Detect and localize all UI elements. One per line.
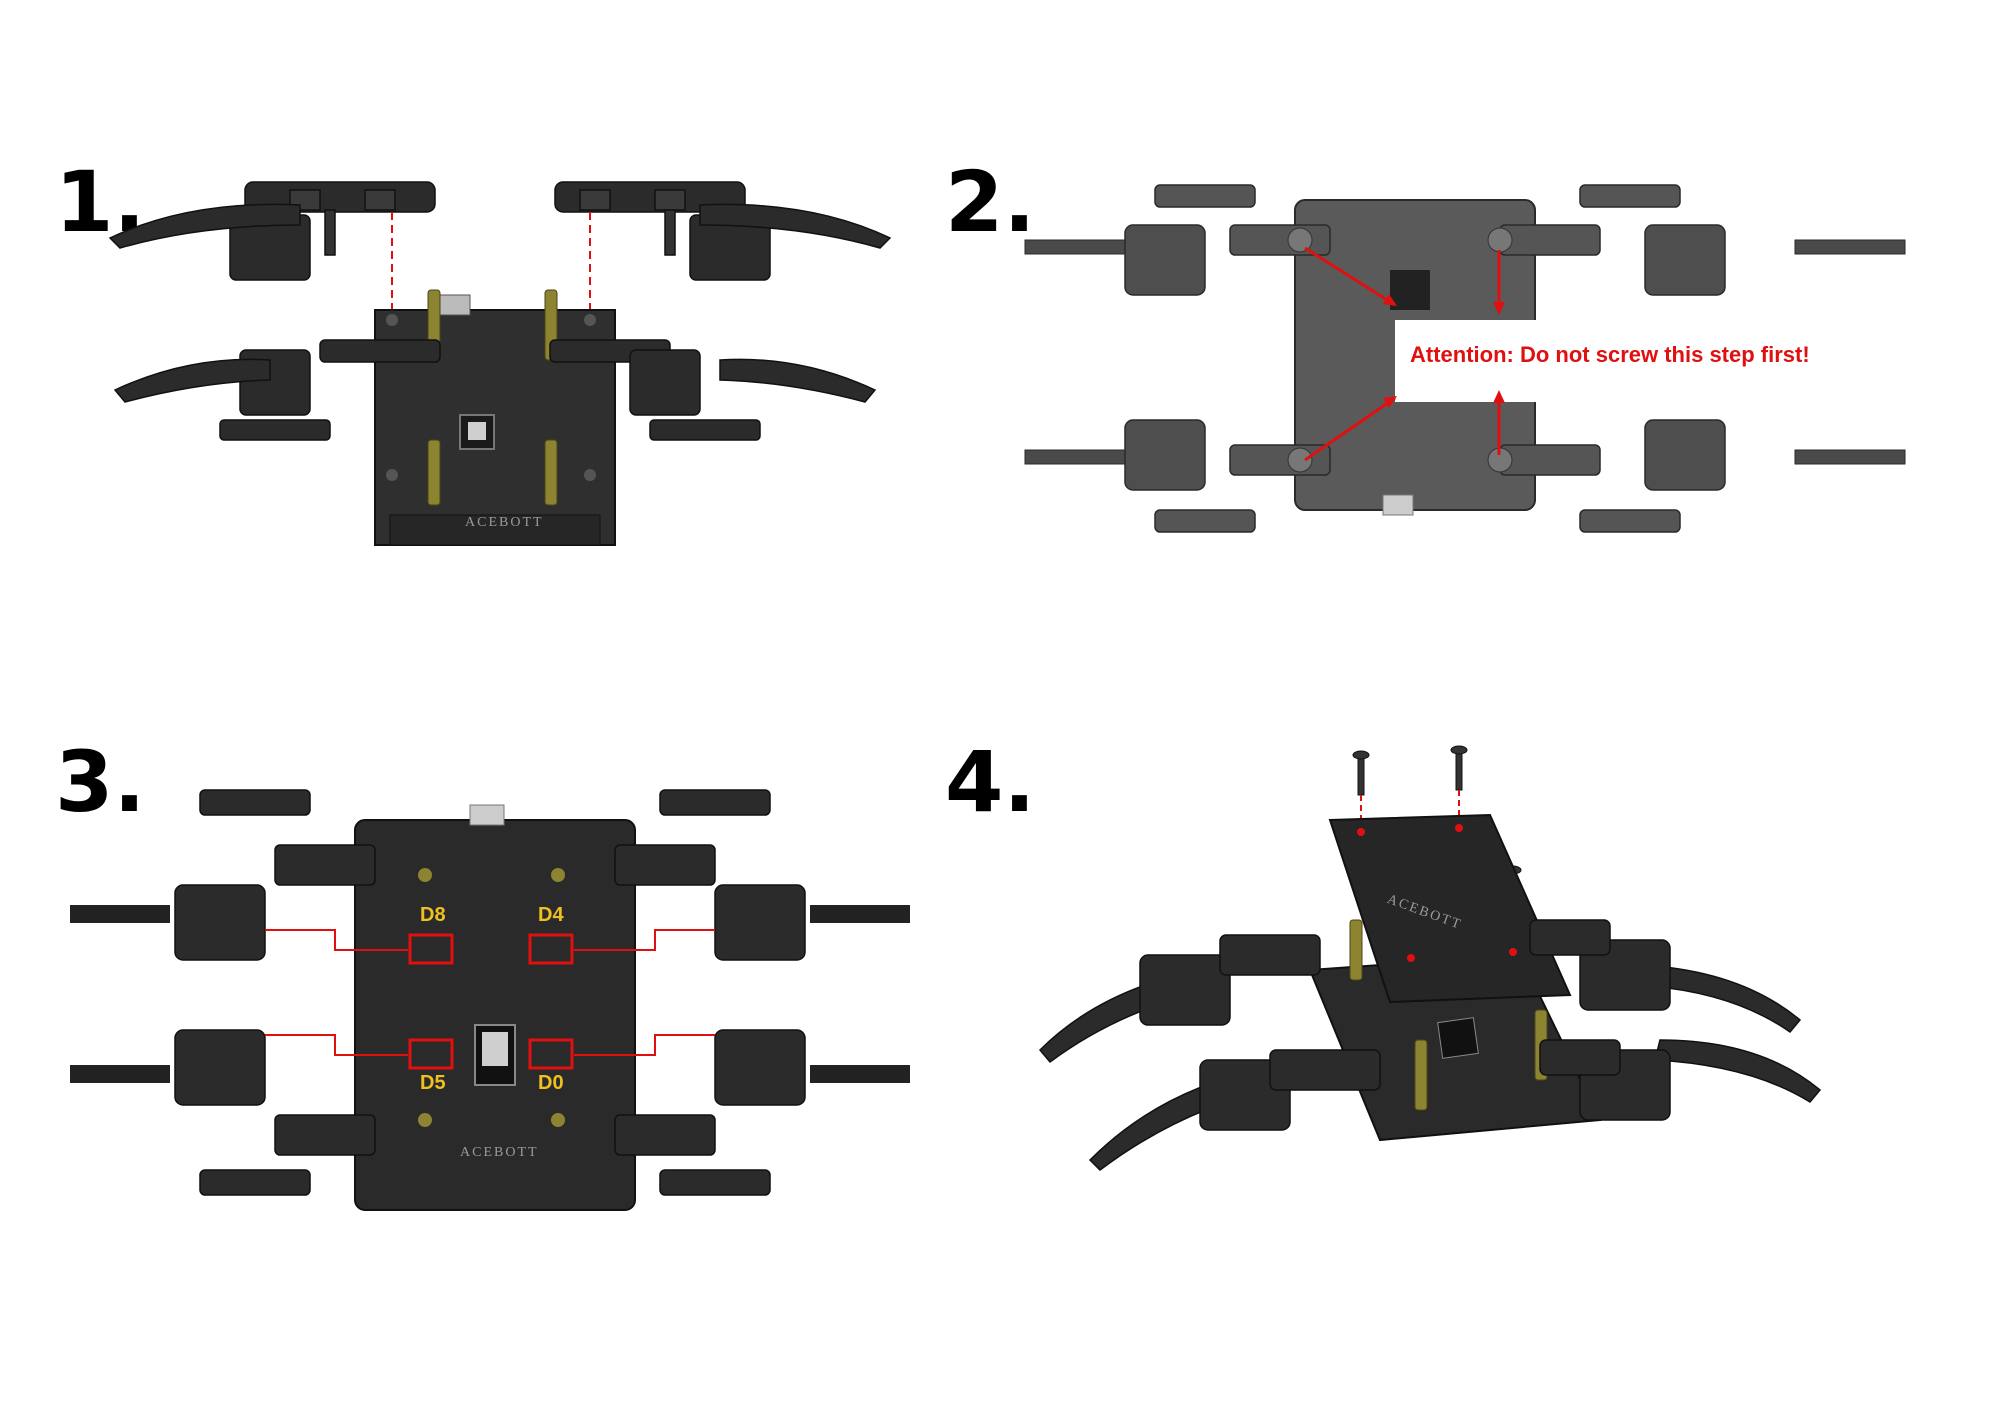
leg-rods [70, 905, 910, 1083]
step-3-number: 3. [55, 733, 146, 831]
step-1-illustration: ACEBOTT [108, 170, 892, 550]
screw-heads [386, 314, 596, 481]
step-2-number: 2. [945, 153, 1036, 251]
legs [1038, 919, 1822, 1171]
port-label-d0: D0 [538, 1072, 564, 1094]
upper-right-leg-part [554, 181, 892, 281]
port-highlight-boxes [408, 933, 574, 1070]
attention-callout: Attention: Do not screw this step first! [1410, 342, 1810, 367]
top-cover-plate [1328, 813, 1572, 1004]
port-label-d8: D8 [420, 904, 446, 926]
port-label-d4: D4 [538, 904, 564, 926]
step-3-illustration: D8 D4 D5 D0 ACEBOTT [70, 780, 920, 1211]
step-2-illustration: Attention: Do not screw this step first! [1024, 170, 1985, 540]
brass-standoffs [418, 868, 565, 1127]
port-label-d5: D5 [420, 1072, 446, 1094]
servo-motors [1124, 224, 1726, 491]
leg-rods [1024, 239, 1906, 465]
attention-arrows [1304, 246, 1501, 462]
brand-logo: ACEBOTT [460, 1145, 539, 1160]
brand-logo: ACEBOTT [465, 515, 544, 530]
connection-lines [265, 929, 715, 1056]
main-board [374, 294, 616, 546]
upper-left-leg-part [108, 181, 436, 281]
horn-screws [1287, 227, 1513, 473]
servo-motors [174, 789, 806, 1196]
cover-holes [1357, 824, 1517, 962]
step-4-number: 4. [945, 733, 1036, 831]
step-4-illustration: ACEBOTT [1038, 740, 1840, 1200]
lower-leg-parts [113, 339, 877, 441]
